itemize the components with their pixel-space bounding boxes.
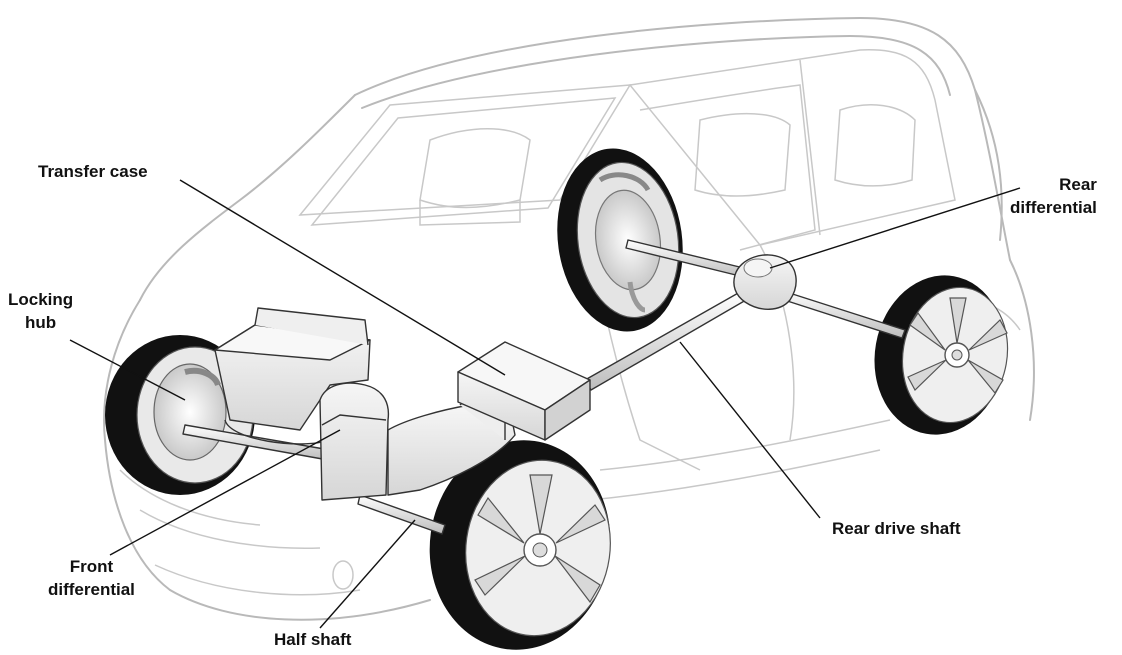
rear-left-wheel [557, 148, 683, 332]
rear-right-wheel [874, 275, 1009, 435]
label-rear-drive-shaft: Rear drive shaft [832, 519, 961, 538]
label-locking-hub: Locking hub [8, 290, 74, 332]
transfer-case [457, 341, 591, 441]
label-half-shaft: Half shaft [274, 630, 352, 649]
leader-half-shaft [319, 519, 416, 629]
label-transfer-case: Transfer case [38, 162, 148, 181]
front-differential [319, 382, 390, 501]
rear-differential [733, 254, 797, 310]
leader-lines [69, 179, 1021, 629]
leader-transfer-case [179, 179, 506, 376]
label-rear-differential: Rear differential [1010, 175, 1097, 217]
leader-locking-hub [69, 339, 186, 401]
leader-rear-drive-shaft [679, 341, 821, 519]
leader-front-differential [109, 429, 341, 556]
leader-rear-differential [769, 187, 1021, 269]
engine [214, 307, 371, 445]
front-right-wheel [429, 440, 611, 650]
label-front-differential: Front differential [48, 557, 135, 599]
rear-axle-shafts [625, 239, 906, 339]
front-half-shafts [182, 424, 446, 535]
